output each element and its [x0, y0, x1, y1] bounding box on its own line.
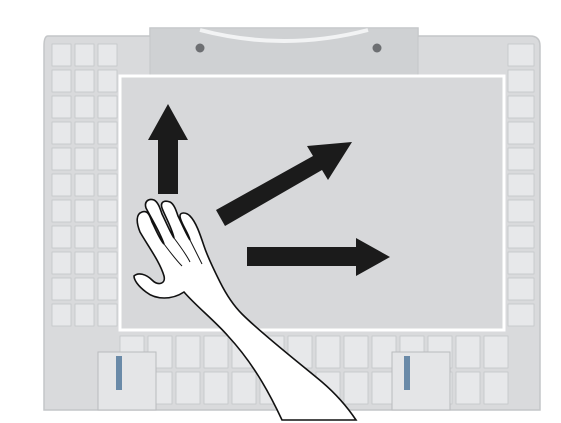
rib-cell — [52, 148, 71, 170]
rib-cell — [316, 336, 340, 368]
rib-cell — [232, 372, 256, 404]
rib-cell — [52, 304, 71, 326]
screw-left-icon — [196, 44, 205, 53]
lid-frame-ribs-right — [508, 44, 534, 326]
rib-cell — [204, 372, 228, 404]
rib-cell — [98, 226, 117, 248]
hinge-right-latch — [404, 356, 410, 390]
rib-cell — [484, 336, 508, 368]
rib-cell — [508, 70, 534, 92]
rib-cell — [508, 96, 534, 118]
rib-cell — [484, 372, 508, 404]
rib-cell — [52, 44, 71, 66]
rib-cell — [508, 44, 534, 66]
rib-cell — [75, 44, 94, 66]
rib-cell — [344, 372, 368, 404]
rib-cell — [75, 70, 94, 92]
rib-cell — [75, 226, 94, 248]
rib-cell — [98, 200, 117, 222]
rib-cell — [52, 122, 71, 144]
rib-cell — [52, 278, 71, 300]
rib-cell — [176, 372, 200, 404]
rib-cell — [75, 278, 94, 300]
rib-cell — [98, 278, 117, 300]
rib-cell — [98, 96, 117, 118]
rib-cell — [204, 336, 228, 368]
rib-cell — [98, 174, 117, 196]
rib-cell — [98, 44, 117, 66]
rib-cell — [98, 148, 117, 170]
hinge-left-latch — [116, 356, 122, 390]
rib-cell — [52, 252, 71, 274]
rib-cell — [456, 372, 480, 404]
hinge-right-body — [392, 352, 450, 410]
screw-right-icon — [373, 44, 382, 53]
top-tab — [150, 28, 418, 76]
rib-cell — [75, 122, 94, 144]
rib-cell — [75, 252, 94, 274]
rib-cell — [508, 148, 534, 170]
rib-cell — [508, 122, 534, 144]
rib-cell — [508, 252, 534, 274]
hinge-left-body — [98, 352, 156, 410]
rib-cell — [98, 252, 117, 274]
rib-cell — [456, 336, 480, 368]
rib-cell — [176, 336, 200, 368]
rib-cell — [52, 70, 71, 92]
rib-cell — [75, 96, 94, 118]
rib-cell — [508, 174, 534, 196]
rib-cell — [508, 278, 534, 300]
hinge-left — [98, 352, 156, 410]
rib-cell — [52, 96, 71, 118]
rib-cell — [52, 226, 71, 248]
rib-cell — [75, 174, 94, 196]
rib-cell — [98, 122, 117, 144]
hinge-right — [392, 352, 450, 410]
rib-cell — [344, 336, 368, 368]
lid-frame-ribs-left — [52, 44, 117, 326]
rib-cell — [98, 304, 117, 326]
rib-cell — [75, 148, 94, 170]
rib-cell — [508, 226, 534, 248]
rib-cell — [508, 304, 534, 326]
rib-cell — [75, 304, 94, 326]
rib-cell — [508, 200, 534, 222]
rib-cell — [52, 200, 71, 222]
rib-cell — [52, 174, 71, 196]
rib-cell — [98, 70, 117, 92]
rib-cell — [75, 200, 94, 222]
